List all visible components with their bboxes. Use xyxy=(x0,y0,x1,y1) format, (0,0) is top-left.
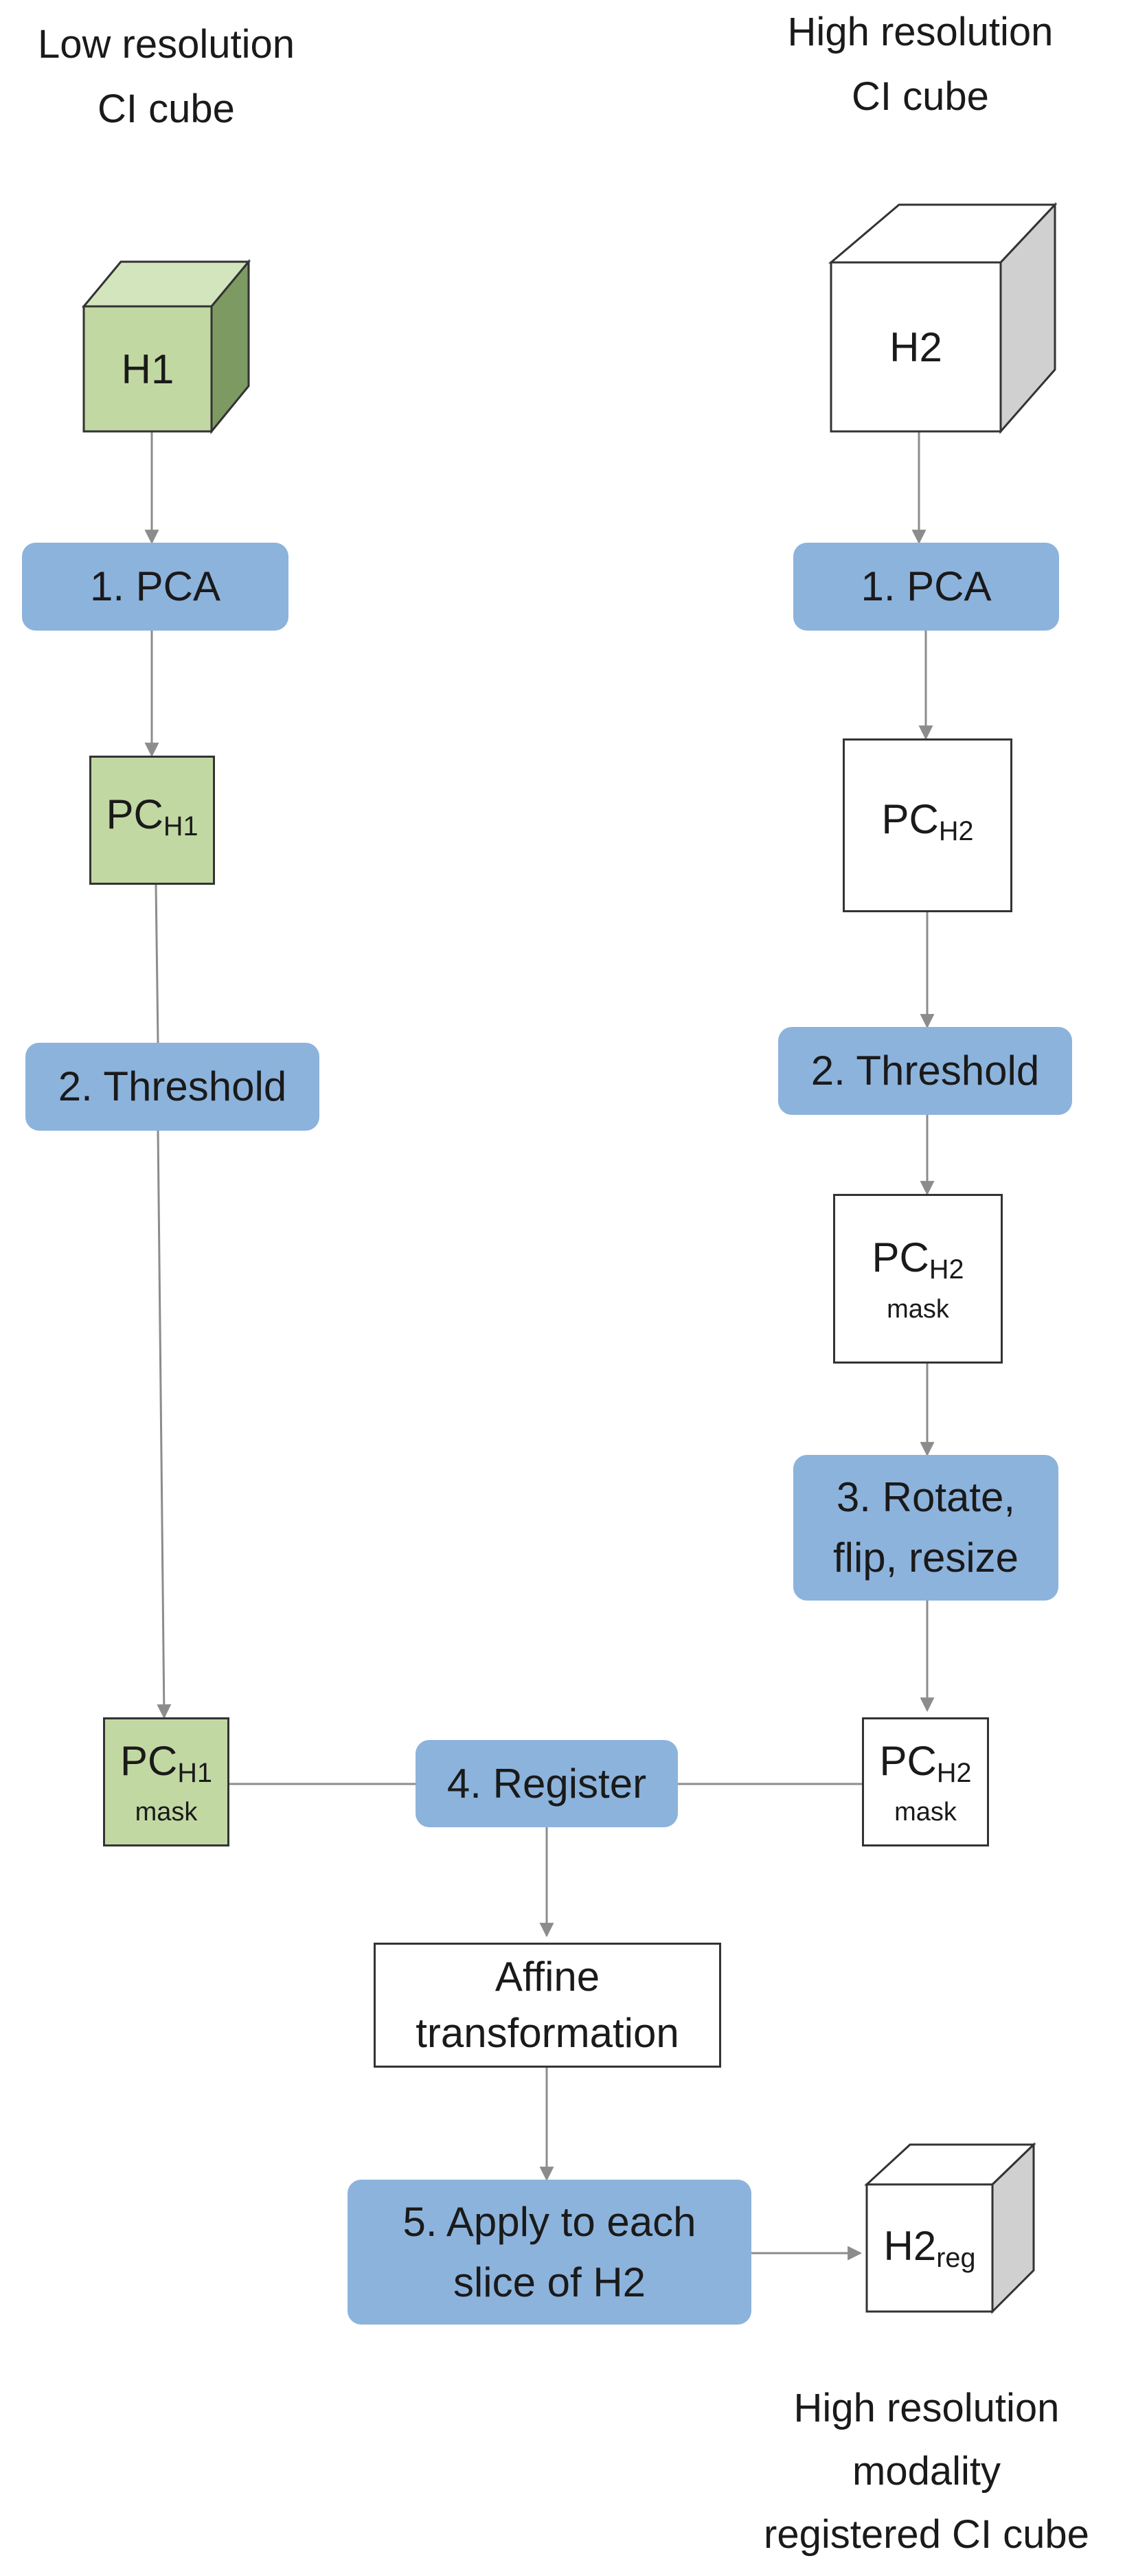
high-res-heading-line: High resolution xyxy=(787,10,1054,54)
cube-h1 xyxy=(81,258,251,435)
pc-h1-label: PCH1 xyxy=(106,791,198,841)
step-label: 2. Threshold xyxy=(810,1048,1040,1094)
low-res-heading-line: Low resolution xyxy=(38,22,295,67)
node-affine-transformation: Affine transformation xyxy=(374,1943,721,2068)
step-label: slice of H2 xyxy=(453,2259,646,2305)
step-label: 1. PCA xyxy=(89,563,221,609)
arrow-threshold-to-pch1mask xyxy=(157,1130,172,1719)
registered-heading-line: registered CI cube xyxy=(764,2512,1089,2557)
step-label: 4. Register xyxy=(446,1760,647,1807)
pc-h2-mask-label: PCH2 xyxy=(872,1234,964,1285)
high-res-heading: High resolution CI cube xyxy=(769,0,1071,129)
affine-label-line: Affine xyxy=(495,1954,600,2000)
registered-heading-line: High resolution xyxy=(793,2386,1060,2430)
step-label: 5. Apply to each xyxy=(402,2198,696,2245)
registered-heading: High resolution modality registered CI c… xyxy=(728,2377,1125,2566)
low-res-heading-line: CI cube xyxy=(98,87,235,131)
mask-note: mask xyxy=(887,1294,949,1324)
registered-heading-line: modality xyxy=(852,2449,1001,2494)
step-threshold-right: 2. Threshold xyxy=(778,1027,1072,1115)
node-pc-h2-mask-lower: PCH2 mask xyxy=(862,1717,989,1846)
pc-h1-mask-label: PCH1 xyxy=(120,1737,212,1788)
affine-label-line: transformation xyxy=(416,2010,679,2056)
node-pc-h1-mask: PCH1 mask xyxy=(103,1717,229,1846)
step-label: 2. Threshold xyxy=(58,1063,287,1109)
mask-note: mask xyxy=(135,1798,198,1827)
step-rotate-flip-resize: 3. Rotate, flip, resize xyxy=(793,1455,1058,1601)
mask-note: mask xyxy=(894,1798,957,1827)
cube-h2reg xyxy=(864,2142,1036,2314)
step-label: 1. PCA xyxy=(861,563,992,609)
high-res-heading-line: CI cube xyxy=(852,74,989,119)
pc-h2-mask-label: PCH2 xyxy=(879,1737,972,1788)
step-pca-left: 1. PCA xyxy=(22,543,288,631)
step-register: 4. Register xyxy=(416,1740,678,1827)
pc-h2-label: PCH2 xyxy=(881,796,974,846)
h2reg-text: H2reg xyxy=(883,2223,976,2273)
step-threshold-left: 2. Threshold xyxy=(25,1043,319,1131)
cube-h2 xyxy=(828,202,1058,434)
step-pca-right: 1. PCA xyxy=(793,543,1059,631)
step-label: flip, resize xyxy=(832,1535,1019,1581)
node-pc-h2-mask-upper: PCH2 mask xyxy=(833,1194,1003,1364)
low-res-heading: Low resolution CI cube xyxy=(0,12,332,142)
step-label: 3. Rotate, xyxy=(836,1474,1016,1520)
line-pch1-to-threshold xyxy=(155,884,159,1043)
cube-h2reg-label: H2reg xyxy=(867,2184,992,2312)
node-pc-h2: PCH2 xyxy=(843,738,1012,912)
h2-text: H2 xyxy=(889,324,942,370)
cube-h1-label: H1 xyxy=(84,306,212,431)
node-pc-h1: PCH1 xyxy=(89,756,215,885)
step-apply: 5. Apply to each slice of H2 xyxy=(348,2180,751,2325)
cube-h2-label: H2 xyxy=(831,262,1001,431)
h1-text: H1 xyxy=(121,346,174,392)
